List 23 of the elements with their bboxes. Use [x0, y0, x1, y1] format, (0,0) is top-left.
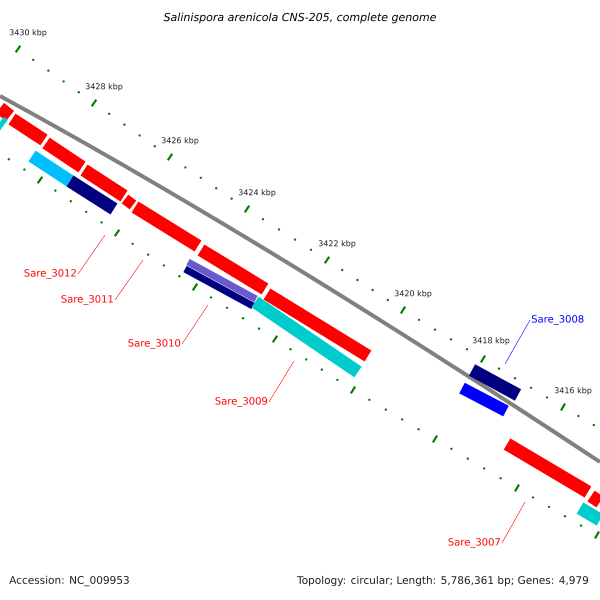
- gene-label: Sare_3007: [448, 538, 500, 548]
- leader-line: [78, 234, 106, 274]
- scale-label: 3416 kbp: [554, 387, 592, 395]
- leader-line: [268, 360, 294, 402]
- title: Salinispora arenicola CNS-205, complete genome: [164, 12, 436, 24]
- footer-text: Topology: circular; Length: 5,786,361 bp; Genes: 4,979: [297, 576, 588, 586]
- gene-label: Sare_3008: [532, 315, 584, 325]
- leader-line: [504, 320, 530, 364]
- scale-label: 3424 kbp: [238, 189, 276, 197]
- scale-label: 3426 kbp: [162, 137, 198, 145]
- gene-label: Sare_3009: [216, 397, 268, 407]
- scale-label: 3430 kbp: [10, 29, 46, 37]
- scale-label: 3428 kbp: [86, 83, 122, 91]
- scale-label: 3422 kbp: [318, 240, 356, 248]
- gene-label: Sare_3012: [24, 269, 76, 279]
- gene-label: Sare_3010: [128, 339, 180, 349]
- scale-label: 3420 kbp: [394, 290, 432, 298]
- gene-label: Sare_3011: [62, 295, 113, 305]
- scale-label: 3418 kbp: [472, 337, 510, 345]
- leader-line: [182, 304, 208, 344]
- leader-line: [114, 260, 144, 300]
- footer-text: Accession: NC_009953: [9, 576, 129, 586]
- leader-line: [502, 502, 526, 544]
